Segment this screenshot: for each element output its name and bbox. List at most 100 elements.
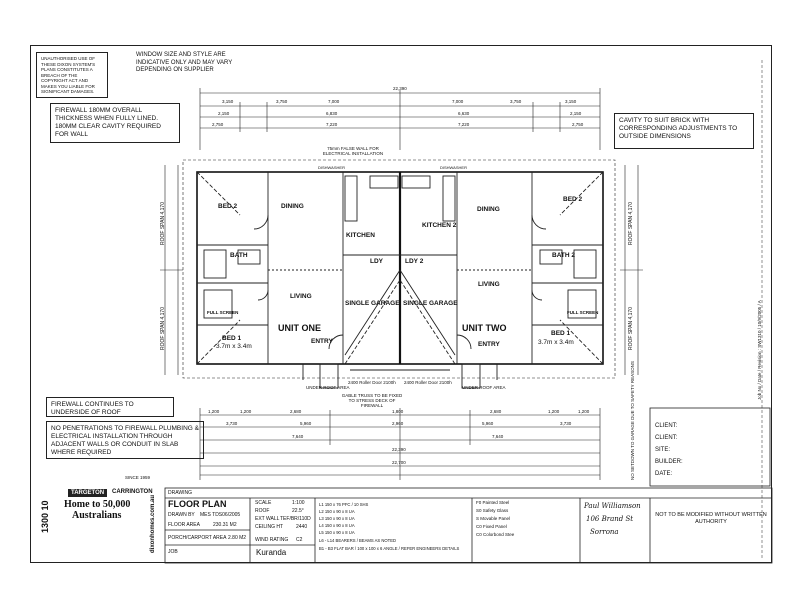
ceiling-value: 2440 (296, 524, 308, 530)
top-dim-3: 7,000 (328, 99, 340, 104)
roof-value: 22.5° (292, 508, 304, 514)
bath-label-left: BATH (230, 252, 248, 259)
cavity-note: CAVITY TO SUIT BRICK WITH CORRESPONDING … (614, 113, 754, 149)
bottom-dim-1: 1,200 (208, 409, 220, 414)
bed1-size-left: 3.7m x 3.4m (216, 343, 252, 350)
left-roof-span-2: ROOF SPAN 4,170 (160, 307, 166, 350)
dishwasher-label-right: DISHWASHER (440, 165, 467, 170)
dining-label-right: DINING (477, 206, 500, 213)
finish-4: C0 Fixed Panel (476, 524, 507, 529)
wind-label: WIND RATING (255, 537, 289, 543)
bottom-dim-4: 1,800 (392, 409, 404, 414)
brand-slogan-1: Home to 50,000 (64, 499, 131, 510)
drawing-sheet (30, 45, 772, 563)
bottom-dim-13: 7,640 (292, 434, 304, 439)
top-dim-10: 2,150 (570, 111, 582, 116)
top-dim-9: 6,630 (458, 111, 470, 116)
top-dim-1: 3,150 (222, 99, 234, 104)
top-dim-13: 7,220 (458, 122, 470, 127)
bottom-dim-2: 1,200 (240, 409, 252, 414)
brand-website: dixonhomes.com.au (150, 494, 156, 553)
ext-wall-label: EXT WALL (255, 516, 280, 522)
bottom-dim-7: 1,200 (578, 409, 590, 414)
bottom-dim-6: 1,200 (548, 409, 560, 414)
brand-name-2: CARRINGTON (112, 489, 153, 495)
right-roof-span-2: ROOF SPAN 4,170 (628, 307, 634, 350)
top-total-dimension: 22,390 (393, 86, 407, 91)
bed2-label-right: BED 2 (563, 196, 583, 203)
not-modified-note: NOT TO BE MODIFIED WITHOUT WRITTEN AUTHO… (655, 512, 767, 525)
firewall-continues-note: FIREWALL CONTINUES TO UNDERSIDE OF ROOF (46, 397, 174, 417)
top-dim-5: 3,750 (510, 99, 522, 104)
right-roof-span-1: ROOF SPAN 4,170 (628, 202, 634, 245)
dining-label-left: DINING (281, 203, 304, 210)
scale-value: 1:100 (292, 500, 305, 506)
full-screen-label-right: FULL SCREEN (567, 310, 599, 315)
single-garage-label-right: SINGLE GARAGE (403, 300, 458, 307)
bottom-dim-9: 5,960 (300, 421, 312, 426)
legend-l3: L3 150 x 90 x 8 UA (319, 516, 355, 521)
floor-area-label: FLOOR AREA (168, 522, 200, 528)
bottom-dim-8: 3,730 (226, 421, 238, 426)
legend-l5: L5 150 x 90 x 8 UA (319, 530, 355, 535)
bottom-dim-12: 3,730 (560, 421, 572, 426)
brand-logo-block: 1300 10 TARGETON CARRINGTON SINCE 1959 H… (40, 463, 160, 558)
bottom-dim-3: 2,680 (290, 409, 302, 414)
legend-l2: L2 150 x 90 x 8 UA (319, 509, 355, 514)
bottom-dim-5: 2,680 (490, 409, 502, 414)
top-dim-11: 2,750 (212, 122, 224, 127)
unit-one-label: UNIT ONE (278, 323, 322, 333)
copyright-note: Unauthorised use of these Dixon System's… (36, 52, 108, 98)
client-label-2: CLIENT: (655, 435, 678, 441)
brand-phone: 1300 10 (40, 500, 50, 533)
job-label: JOB (168, 549, 178, 555)
porch-label-right: UNDER ROOF AREA (462, 385, 506, 390)
drawn-by-label: DRAWN BY (168, 512, 195, 518)
builder-label: BUILDER: (655, 459, 683, 465)
bed2-label-left: BED 2 (218, 203, 238, 210)
bath2-label-right: BATH 2 (552, 252, 575, 259)
bottom-total-dimension-2: 22,700 (392, 460, 406, 465)
single-garage-label-left: SINGLE GARAGE (345, 300, 400, 307)
gable-truss-note: GABLE TRUSS TO BE FIXED TO STRESS DECK O… (341, 393, 403, 408)
legend-l4: L4 150 x 90 x 8 UA (319, 523, 355, 528)
date-label: DATE: (655, 471, 673, 477)
brand-slogan-2: Australians (72, 510, 122, 521)
false-wall-note: 75mm FALSE WALL FOR ELECTRICAL INSTALLAT… (322, 146, 384, 156)
window-note: WINDOW SIZE AND STYLE ARE INDICATIVE ONL… (132, 49, 250, 79)
entry-label-right: ENTRY (478, 341, 500, 348)
job-value: Kuranda (256, 548, 287, 557)
kitchen-label-left: KITCHEN (346, 232, 375, 239)
top-dim-4: 7,000 (452, 99, 464, 104)
top-dim-7: 2,150 (218, 111, 230, 116)
entry-label-left: ENTRY (311, 338, 333, 345)
porch-area-label: PORCH/CARPORT AREA (168, 535, 227, 541)
bed1-size-right: 3.7m x 3.4m (538, 339, 574, 346)
garage-door-label-left: 2400 Roller Door 2100h (348, 380, 396, 385)
penetrations-note: NO PENETRATIONS TO FIREWALL PLUMBING & E… (46, 421, 204, 459)
dishwasher-label-left: DISHWASHER (318, 165, 345, 170)
ext-wall-value: TEF/BR/110D (280, 516, 311, 522)
porch-area-value: 2.80 M2 (228, 535, 247, 541)
legend-misc: B1 - B3 FLAT BAR / 100 x 100 x 6 ANGLE /… (319, 546, 460, 551)
top-dim-2: 3,750 (276, 99, 288, 104)
brand-since: SINCE 1959 (125, 475, 151, 480)
bed1-label-right: BED 1 (551, 330, 571, 337)
client-label-1: CLIENT: (655, 423, 678, 429)
handwritten-suburb: Sorrona (590, 528, 619, 536)
brand-name-1: TARGETON (68, 489, 108, 497)
garage-door-label-right: 2400 Roller Door 2100h (404, 380, 452, 385)
drawing-title: FLOOR PLAN (168, 499, 227, 509)
finish-3: S Movable Panel (476, 516, 511, 521)
bed1-label-left: BED 1 (222, 335, 242, 342)
living-label-right: LIVING (478, 281, 500, 288)
legend-flats: L6 - L14 BEARERS / BEAMS AS NOTED (319, 538, 397, 543)
unit-two-label: UNIT TWO (462, 323, 507, 333)
ldy2-label-right: LDY 2 (405, 258, 424, 265)
finish-1: F0 Painted Steel (476, 500, 510, 505)
firewall-thickness-note: FIREWALL 180mm OVERALL THICKNESS WHEN FU… (50, 103, 180, 143)
handwritten-client: Paul Williamson (584, 502, 641, 510)
left-roof-span-1: ROOF SPAN 4,170 (160, 202, 166, 245)
bottom-dim-10: 2,960 (392, 421, 404, 426)
